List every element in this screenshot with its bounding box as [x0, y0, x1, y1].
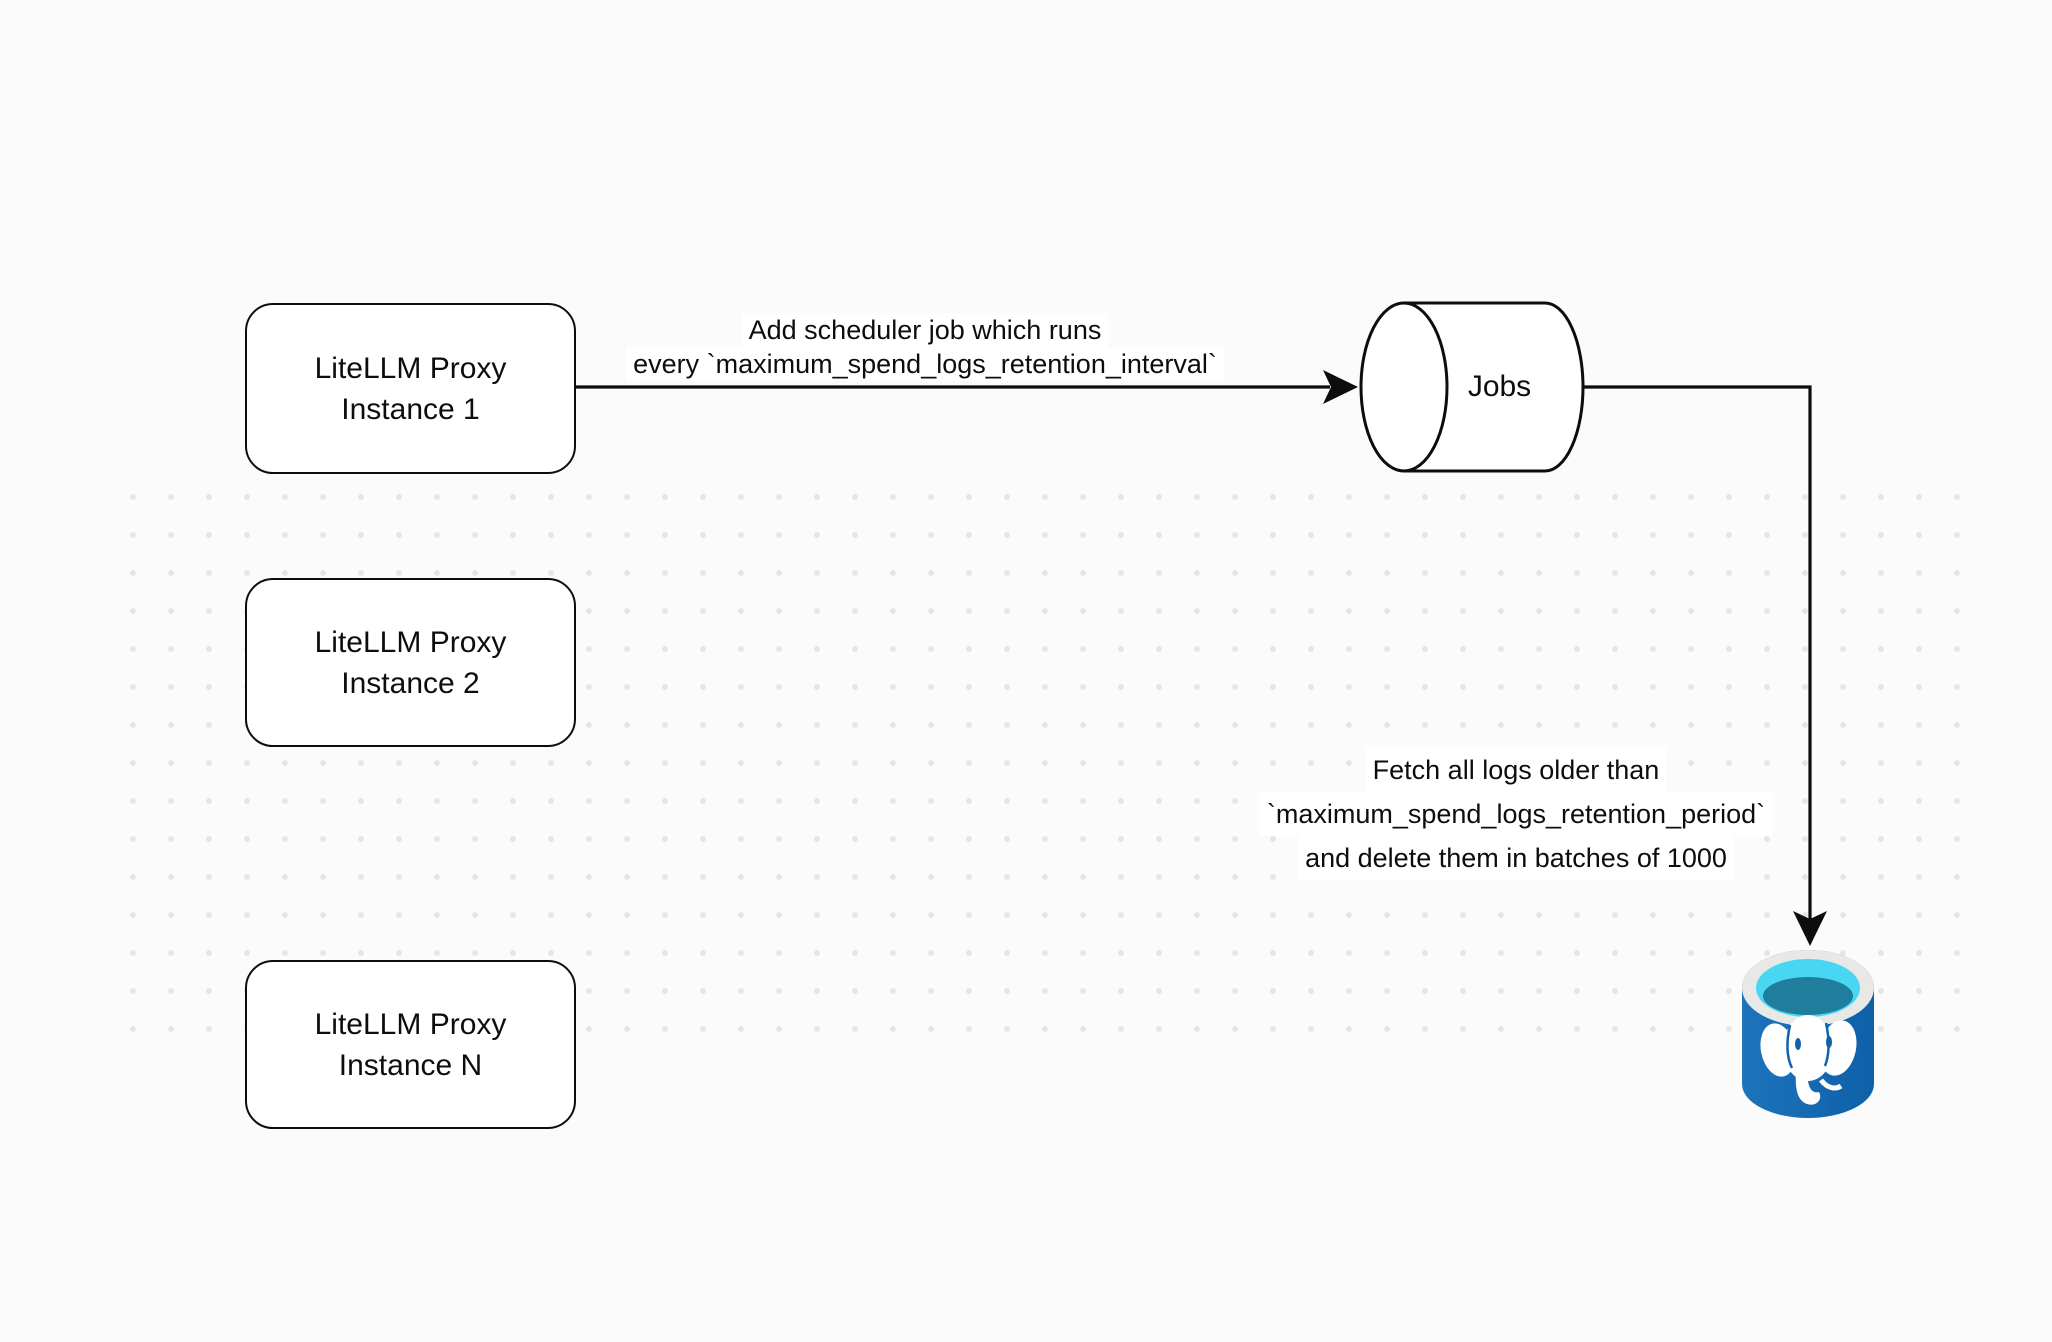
- node-litellm-proxy-instance-n: LiteLLM Proxy Instance N: [245, 960, 576, 1129]
- edge-scheduler-arrow: [572, 370, 1358, 404]
- node-litellm-proxy-instance-1: LiteLLM Proxy Instance 1: [245, 303, 576, 474]
- node-label-line: LiteLLM Proxy: [314, 351, 507, 385]
- node-litellm-proxy-instance-2: LiteLLM Proxy Instance 2: [245, 578, 576, 747]
- node-label-line: Instance 1: [341, 392, 480, 426]
- edge-label-line: `maximum_spend_logs_retention_period`: [1259, 792, 1773, 836]
- postgres-elephant: [1760, 1015, 1857, 1105]
- node-label-line: LiteLLM Proxy: [314, 625, 507, 659]
- jobs-node-label: Jobs: [1467, 370, 1532, 403]
- edge-label-scheduler: Add scheduler job which runs every `maxi…: [575, 313, 1275, 381]
- node-label-line: Instance N: [338, 1048, 483, 1082]
- db-liquid: [1763, 977, 1853, 1015]
- edge-label-fetch: Fetch all logs older than `maximum_spend…: [1191, 748, 1841, 880]
- jobs-cylinder: [1359, 301, 1585, 473]
- edge-label-line: Add scheduler job which runs: [741, 313, 1109, 347]
- node-label-line: LiteLLM Proxy: [314, 1007, 507, 1041]
- edge-label-line: and delete them in batches of 1000: [1298, 836, 1734, 880]
- edge-label-line: every `maximum_spend_logs_retention_inte…: [626, 347, 1224, 381]
- edge-fetch-arrow: [1582, 385, 1827, 946]
- postgresql-database-icon: [1742, 950, 1874, 1118]
- edge-label-line: Fetch all logs older than: [1365, 748, 1667, 792]
- node-label-line: Instance 2: [341, 666, 480, 700]
